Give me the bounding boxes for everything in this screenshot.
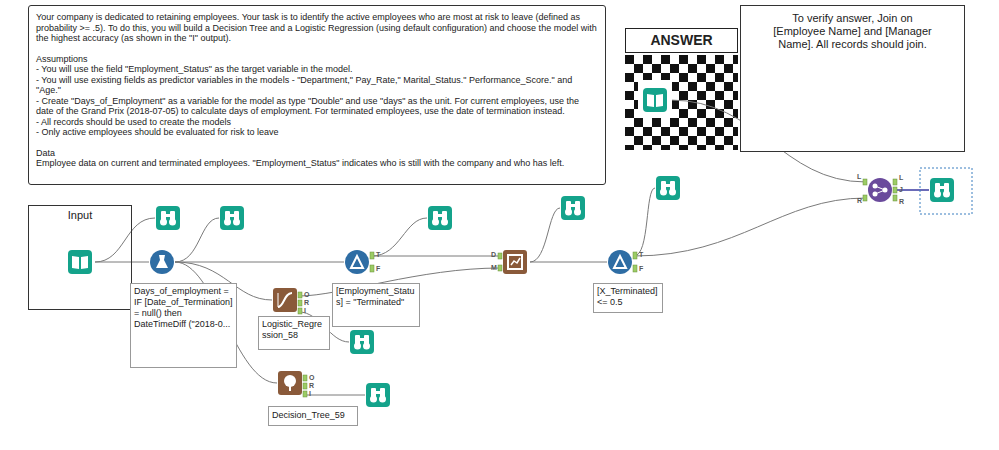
annotation-box: [Employment_Status] = "Terminated": [332, 283, 420, 327]
node-text: Assumptions: [36, 54, 598, 65]
anchor-letter: O: [309, 374, 314, 382]
anchor-letter: T: [376, 251, 380, 259]
annotation-box: Days_of_employment = IF [Date_of_Termina…: [130, 283, 237, 368]
node-text: - You will use the field "Employment_Sta…: [36, 64, 598, 75]
answer-box: ANSWER: [625, 28, 738, 53]
container-box: Input: [28, 205, 132, 310]
description-box: Your company is dedicated to retaining e…: [28, 5, 606, 185]
annotation-box: [X_Terminated] <= 0.5: [593, 283, 663, 313]
node-text: Decision_Tree_59: [272, 410, 354, 421]
node-text: - You will use existing fields as predic…: [36, 75, 598, 96]
anchor-letter: F: [639, 265, 643, 273]
node-text: - Only active employees should be evalua…: [36, 127, 598, 138]
anchor-letter: J: [899, 186, 903, 194]
anchor-letter: L: [899, 174, 903, 182]
node-text: ANSWER: [630, 32, 733, 49]
node-text: To verify answer, Join on [Employee Name…: [771, 12, 934, 51]
node-text: Employee data on current and terminated …: [36, 158, 598, 169]
note-box: To verify answer, Join on [Employee Name…: [740, 5, 965, 152]
anchor-letter: D: [491, 251, 496, 259]
anchor-letter: L: [857, 173, 861, 181]
anchor-letter: F: [376, 265, 380, 273]
anchor-letter: R: [857, 197, 862, 205]
node-text: Input: [32, 209, 128, 222]
anchor-letter: T: [639, 251, 643, 259]
node-text: - All records should be used to create t…: [36, 117, 598, 128]
anchor-letter: R: [309, 382, 314, 390]
node-text: [Employment_Status] = "Terminated": [336, 286, 416, 308]
node-text: Your company is dedicated to retaining e…: [36, 12, 598, 44]
anchor-letter: R: [899, 198, 904, 206]
annotation-box: Logistic_Regression_58: [258, 316, 330, 350]
anchor-letter: R: [304, 299, 309, 307]
annotation-box: Decision_Tree_59: [268, 406, 358, 426]
node-text: - Create "Days_of_Employment" as a varia…: [36, 96, 598, 117]
node-text: Data: [36, 148, 598, 159]
anchor-letter: I: [309, 390, 311, 398]
node-text: Logistic_Regression_58: [262, 319, 326, 341]
anchor-letter: I: [304, 307, 306, 315]
node-text: [X_Terminated] <= 0.5: [597, 286, 659, 308]
anchor-letter: O: [304, 291, 309, 299]
node-text: Days_of_employment = IF [Date_of_Termina…: [134, 286, 233, 330]
anchor-letter: M: [491, 264, 497, 272]
